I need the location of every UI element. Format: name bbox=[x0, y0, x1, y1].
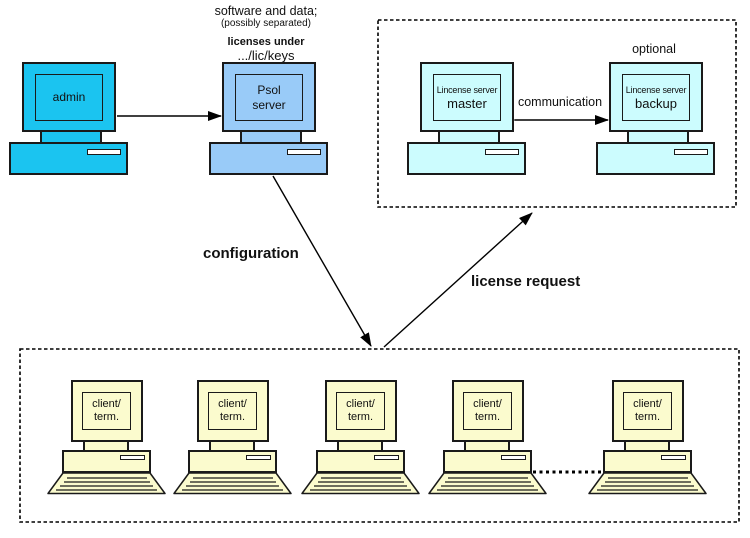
monitor: Lincense server backup bbox=[609, 62, 703, 132]
system-unit bbox=[603, 450, 692, 473]
disk-slot bbox=[661, 455, 686, 460]
client-terminal-4: client/ term. bbox=[428, 380, 548, 495]
admin-workstation: admin bbox=[9, 62, 129, 176]
system-unit bbox=[62, 450, 151, 473]
screen-label-line1: client/ bbox=[92, 398, 121, 410]
disk-slot bbox=[485, 149, 519, 155]
monitor: admin bbox=[22, 62, 116, 132]
disk-slot bbox=[374, 455, 399, 460]
monitor-neck bbox=[464, 442, 510, 450]
software-note-line1: software and data; bbox=[214, 4, 318, 18]
screen: client/ term. bbox=[463, 392, 512, 430]
monitor: client/ term. bbox=[71, 380, 143, 442]
client-terminal-3: client/ term. bbox=[301, 380, 421, 495]
psol-server: Psol server bbox=[209, 62, 329, 176]
screen-label-line2: master bbox=[447, 95, 487, 111]
system-unit bbox=[316, 450, 405, 473]
screen-label-line1: client/ bbox=[633, 398, 662, 410]
screen-label-line1: Lincense server bbox=[436, 84, 498, 95]
keyboard-icon bbox=[588, 472, 707, 495]
screen-label: admin bbox=[52, 90, 86, 104]
system-unit bbox=[188, 450, 277, 473]
software-note-line2: (possibly separated) bbox=[220, 18, 312, 30]
monitor-neck bbox=[209, 442, 255, 450]
configuration-label: configuration bbox=[203, 245, 299, 262]
screen: client/ term. bbox=[623, 392, 672, 430]
disk-slot bbox=[120, 455, 145, 460]
software-note: software and data; (possibly separated) … bbox=[166, 4, 366, 63]
software-note-line3: licenses under bbox=[227, 35, 305, 48]
keyboard-icon bbox=[428, 472, 547, 495]
monitor-neck bbox=[627, 132, 689, 142]
license-server-backup: Lincense server backup bbox=[596, 62, 716, 176]
disk-slot bbox=[674, 149, 708, 155]
client-terminal-2: client/ term. bbox=[173, 380, 293, 495]
monitor: client/ term. bbox=[612, 380, 684, 442]
disk-slot bbox=[87, 149, 121, 155]
screen-label-line1: Lincense server bbox=[625, 84, 687, 95]
screen-label-line2: backup bbox=[635, 95, 677, 111]
screen-label-line1: Psol bbox=[257, 82, 281, 97]
system-unit bbox=[407, 142, 526, 175]
screen-label-line2: term. bbox=[347, 411, 374, 423]
screen-label-line1: client/ bbox=[346, 398, 375, 410]
system-unit bbox=[596, 142, 715, 175]
optional-label: optional bbox=[632, 42, 676, 56]
keyboard-icon bbox=[47, 472, 166, 495]
client-terminal-1: client/ term. bbox=[47, 380, 167, 495]
monitor-neck bbox=[40, 132, 102, 142]
monitor: client/ term. bbox=[197, 380, 269, 442]
screen-label-line1: client/ bbox=[218, 398, 247, 410]
screen: admin bbox=[35, 74, 103, 121]
screen-label-line2: term. bbox=[474, 411, 501, 423]
disk-slot bbox=[501, 455, 526, 460]
system-unit bbox=[209, 142, 328, 175]
communication-label: communication bbox=[517, 95, 603, 109]
screen-label-line1: client/ bbox=[473, 398, 502, 410]
monitor-neck bbox=[337, 442, 383, 450]
monitor: client/ term. bbox=[325, 380, 397, 442]
monitor: client/ term. bbox=[452, 380, 524, 442]
keyboard-icon bbox=[301, 472, 420, 495]
client-terminal-5: client/ term. bbox=[588, 380, 708, 495]
screen-label-line2: term. bbox=[634, 411, 661, 423]
screen: client/ term. bbox=[82, 392, 131, 430]
screen: Lincense server backup bbox=[622, 74, 690, 121]
software-note-line4: .../lic/keys bbox=[237, 47, 295, 63]
monitor-neck bbox=[438, 132, 500, 142]
screen: client/ term. bbox=[208, 392, 257, 430]
license-request-label: license request bbox=[471, 273, 581, 290]
screen-label-line2: term. bbox=[93, 411, 120, 423]
monitor-neck bbox=[624, 442, 670, 450]
monitor: Lincense server master bbox=[420, 62, 514, 132]
screen-label-line2: term. bbox=[219, 411, 246, 423]
screen: Lincense server master bbox=[433, 74, 501, 121]
screen: Psol server bbox=[235, 74, 303, 121]
disk-slot bbox=[246, 455, 271, 460]
monitor-neck bbox=[83, 442, 129, 450]
license-server-master: Lincense server master bbox=[407, 62, 527, 176]
keyboard-icon bbox=[173, 472, 292, 495]
screen: client/ term. bbox=[336, 392, 385, 430]
system-unit bbox=[443, 450, 532, 473]
system-unit bbox=[9, 142, 128, 175]
screen-label-line2: server bbox=[252, 97, 286, 112]
monitor-neck bbox=[240, 132, 302, 142]
monitor: Psol server bbox=[222, 62, 316, 132]
disk-slot bbox=[287, 149, 321, 155]
